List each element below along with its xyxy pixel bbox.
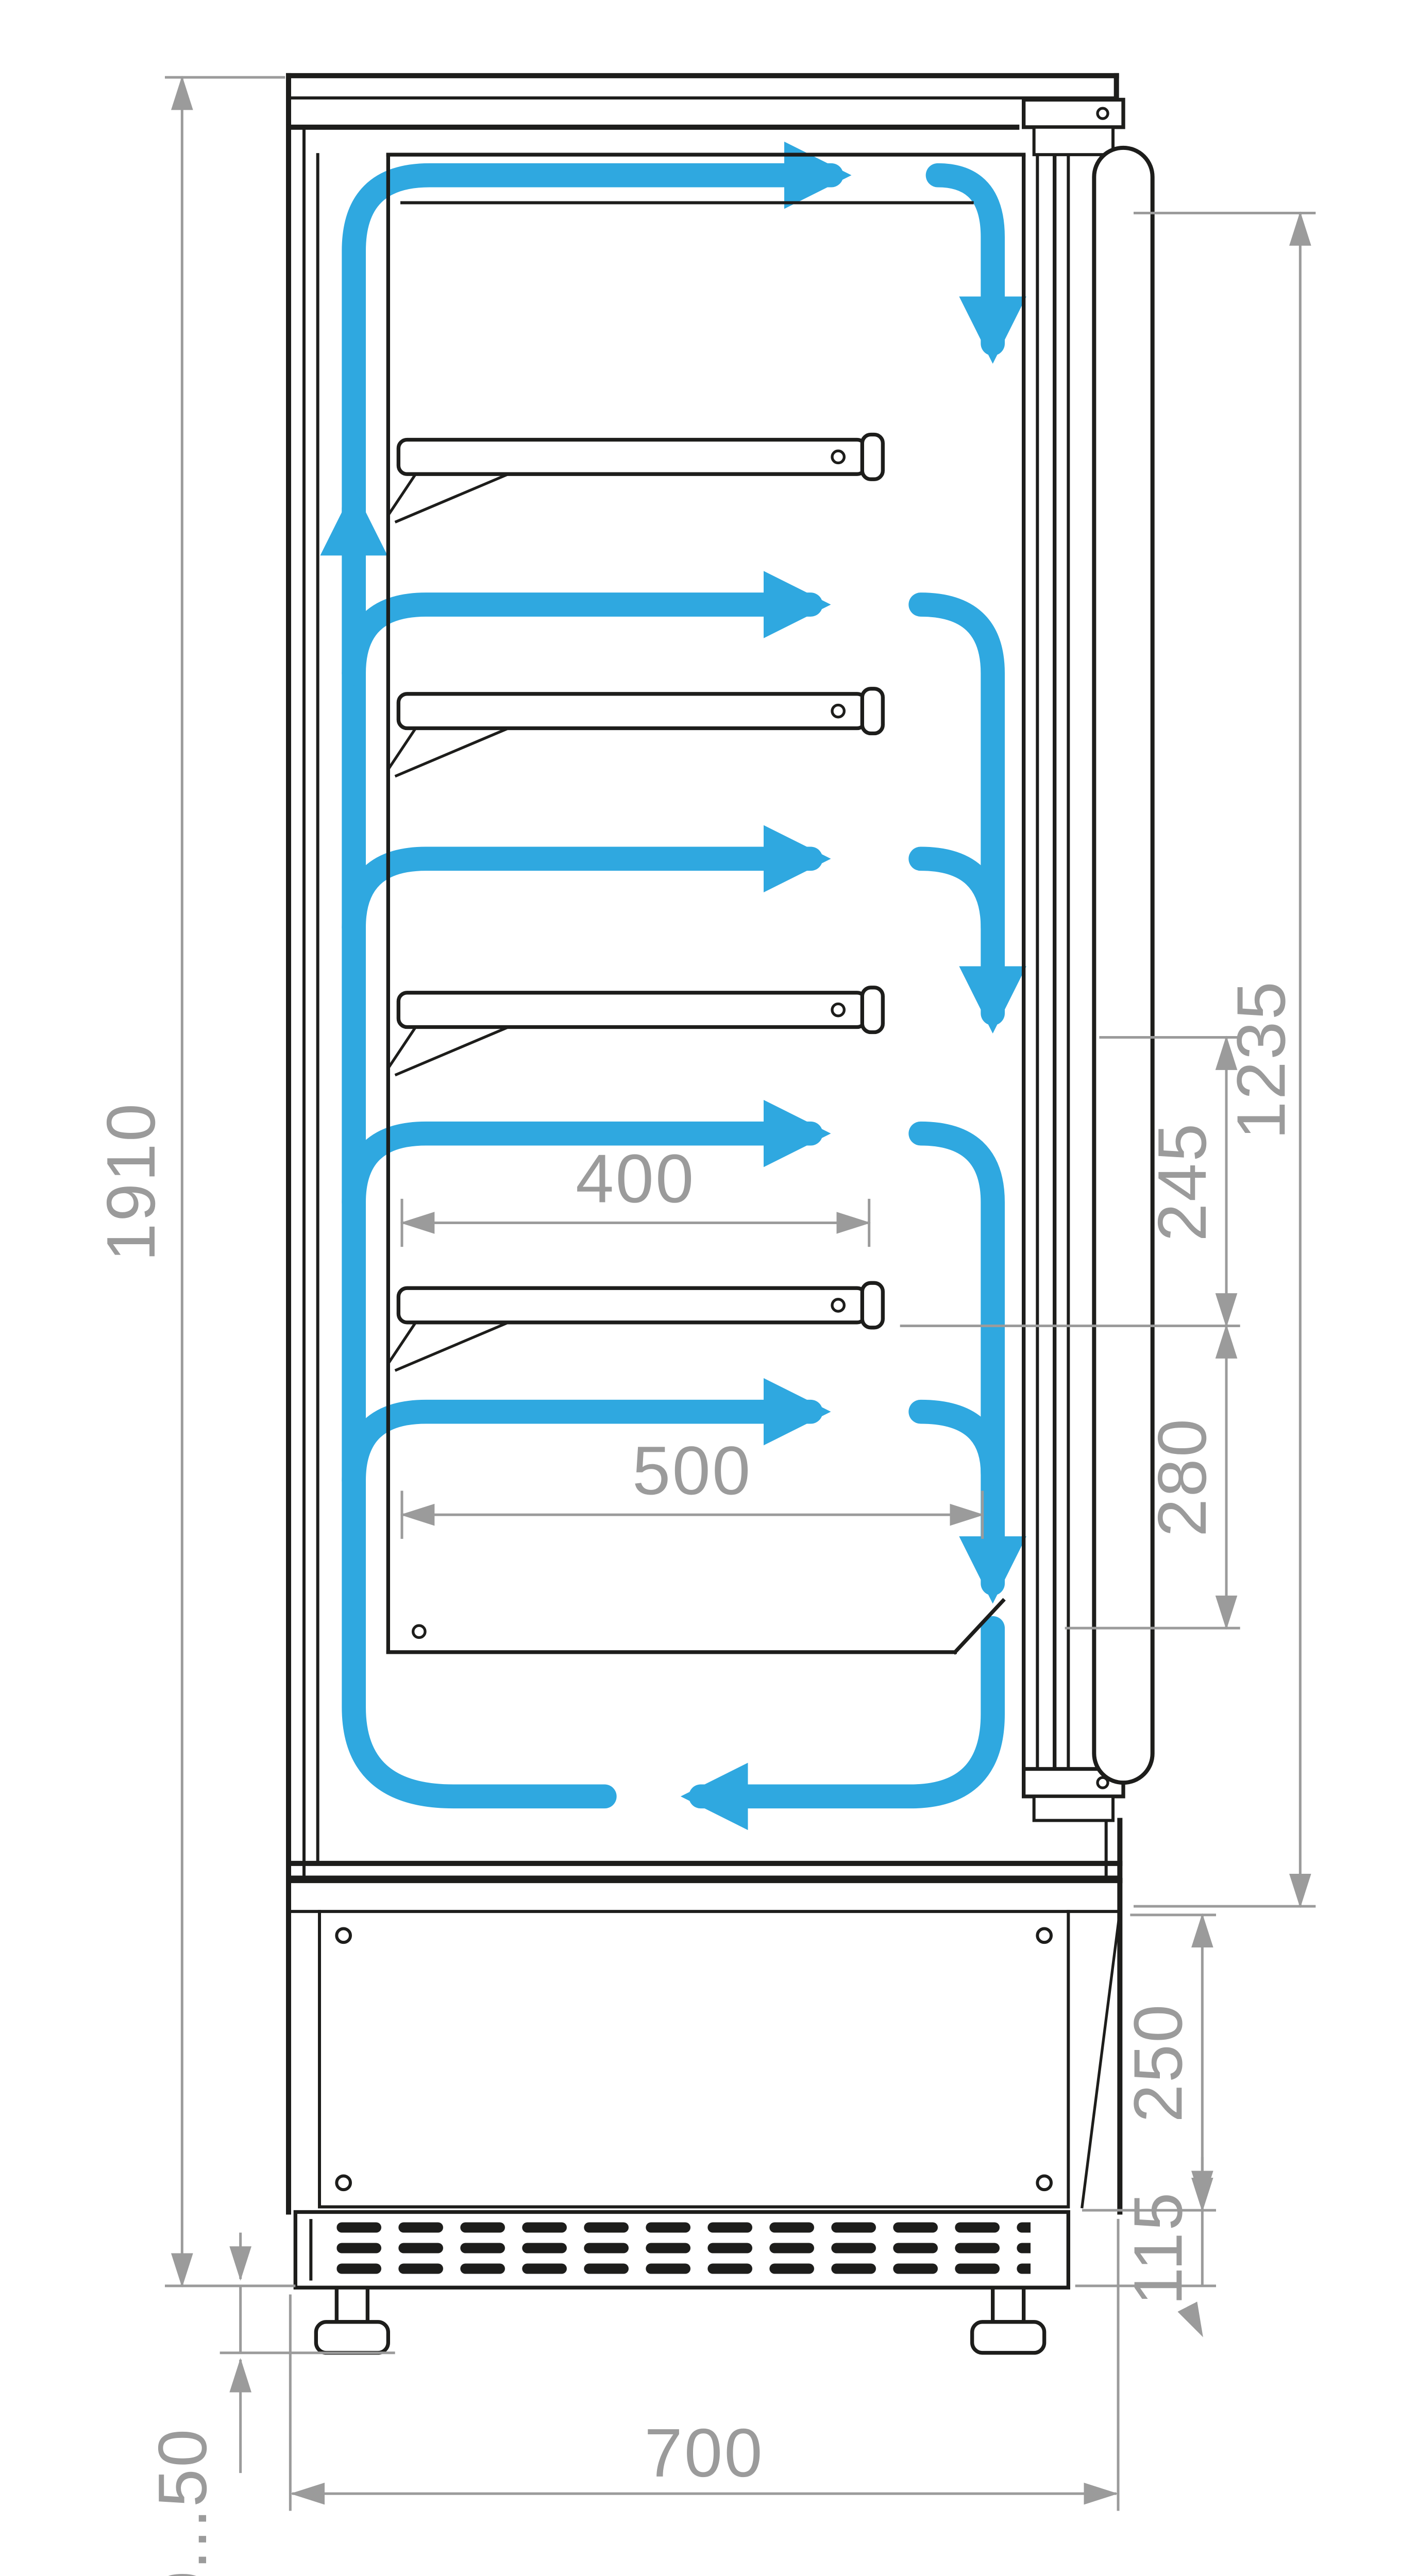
airflow-right-join-2 [908, 1399, 1005, 1486]
airflow-shelf1-arrow [342, 571, 831, 686]
cabinet-structure [286, 73, 1123, 2355]
screw-icon [335, 1927, 352, 1944]
airflow-right-down-2 [908, 1121, 1026, 1604]
dimension-grille [1075, 2157, 1216, 2287]
ventilation-grille [293, 2210, 1070, 2290]
label-30-50: 30...50 [144, 2427, 221, 2576]
dimension-foot-range [220, 2232, 395, 2473]
glass-door [1022, 97, 1155, 1822]
shelf-2 [388, 689, 883, 776]
interior-floor [386, 1598, 1006, 1655]
door-top-hinge [1022, 97, 1125, 157]
label-400: 400 [576, 1141, 695, 1217]
label-245: 245 [1144, 1122, 1221, 1241]
label-700: 700 [644, 2415, 764, 2492]
machine-compartment [286, 1878, 1123, 2215]
airflow-right-join-1 [908, 846, 1005, 940]
dimension-shelf-gap-245 [900, 1036, 1240, 1328]
base-plinth [286, 1818, 1123, 1884]
shelf-1 [388, 435, 883, 522]
airflow-right-down-1 [908, 592, 1026, 1034]
label-115: 115 [1120, 2191, 1196, 2306]
door-handle-profile [1092, 145, 1155, 1785]
dimension-door-height [1134, 211, 1316, 1908]
airflow-riser-and-top-run [342, 141, 852, 1809]
adjustable-foot-left [314, 2285, 390, 2355]
airflow-top-down [925, 163, 1026, 364]
label-1235: 1235 [1223, 980, 1300, 1140]
top-canopy [286, 73, 1119, 130]
label-500: 500 [632, 1432, 752, 1509]
label-250: 250 [1120, 2003, 1196, 2122]
airflow-shelf3-arrow [342, 1099, 831, 1214]
label-280: 280 [1144, 1417, 1221, 1537]
back-wall [286, 124, 390, 1884]
label-1910: 1910 [93, 1102, 170, 1262]
dimension-shelf-depth [400, 1198, 871, 1247]
dimension-bottom-depth [400, 1490, 985, 1539]
shelf-3 [388, 988, 883, 1075]
dimension-overall-height [165, 75, 296, 2288]
shelf-4 [388, 1283, 883, 1370]
screw-icon [1036, 1927, 1053, 1944]
dimension-shelf-gap-280 [1065, 1324, 1240, 1630]
dimensions [165, 75, 1316, 2511]
shelves [388, 435, 883, 1371]
airflow-shelf4-arrow [342, 1378, 831, 1493]
airflow-arrows [320, 141, 1026, 1831]
dimension-depth [289, 2218, 1120, 2511]
screw-icon [1036, 2174, 1053, 2192]
airflow-shelf2-arrow [342, 825, 831, 940]
adjustable-foot-right [970, 2285, 1047, 2355]
airflow-bottom-return [680, 1616, 1005, 1831]
dimension-labels: 1910 30...50 700 1235 245 280 250 115 40… [93, 980, 1300, 2576]
screw-icon [335, 2174, 352, 2192]
